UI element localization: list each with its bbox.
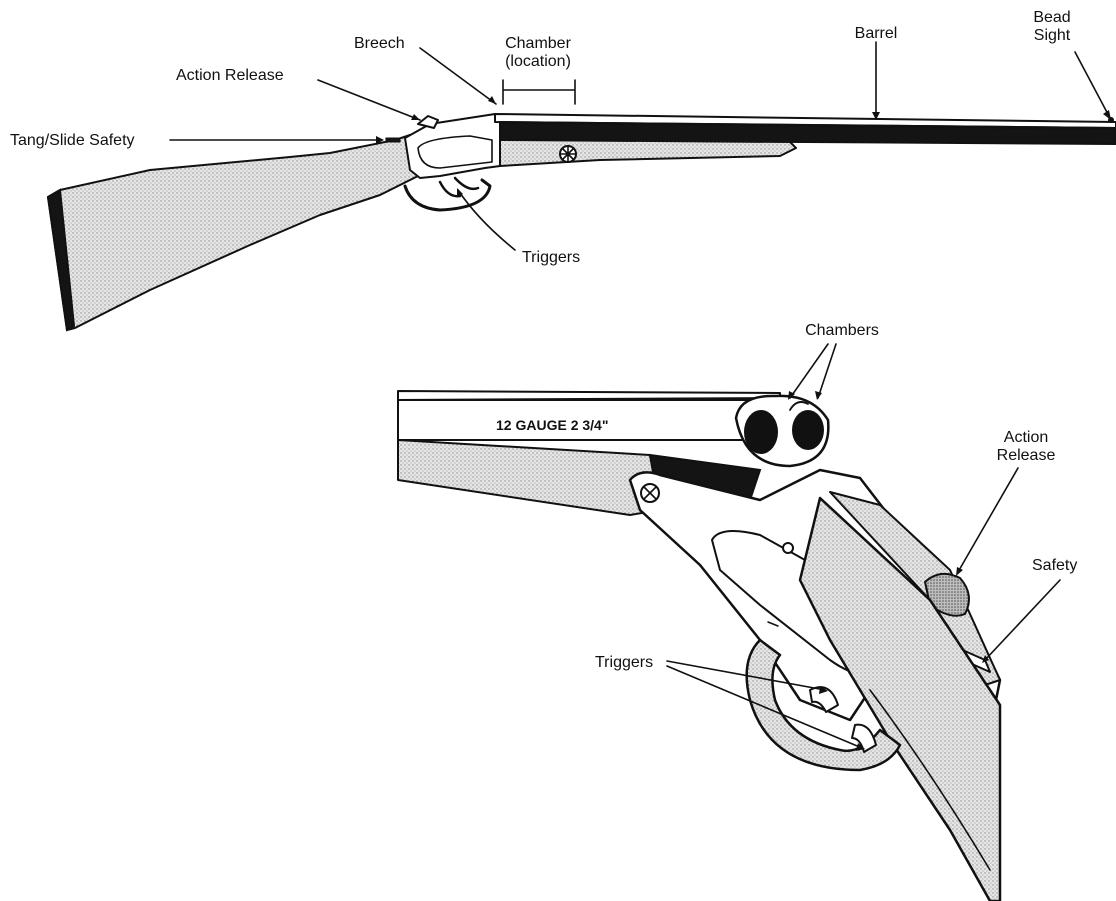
- label-action-release-top: Action Release: [176, 67, 284, 84]
- label-chamber-location: (location): [505, 53, 571, 70]
- detail-forend: [398, 440, 660, 515]
- forend: [500, 140, 796, 166]
- label-barrel: Barrel: [855, 25, 898, 42]
- label-bead: Bead: [1033, 9, 1070, 26]
- left-chamber: [744, 410, 778, 454]
- label-action-release-bottom-1: Action: [1004, 429, 1048, 446]
- barrel-faces: [736, 396, 828, 466]
- breech-detail-view: [398, 391, 1000, 901]
- trigger-guard: [405, 180, 490, 210]
- label-triggers-top: Triggers: [522, 249, 580, 266]
- label-chamber: Chamber: [505, 35, 571, 52]
- label-safety: Safety: [1032, 557, 1077, 574]
- right-chamber: [792, 410, 824, 450]
- label-tang-safety: Tang/Slide Safety: [10, 132, 135, 149]
- barrel-marking: 12 GAUGE 2 3/4": [496, 417, 608, 433]
- label-sight: Sight: [1034, 27, 1071, 44]
- label-breech: Breech: [354, 35, 405, 52]
- detail-trigger-rear: [852, 725, 876, 752]
- label-action-release-bottom-2: Release: [997, 447, 1056, 464]
- detail-top-barrel: [398, 391, 780, 400]
- tang-safety: [386, 138, 400, 142]
- buttstock: [48, 135, 470, 330]
- label-triggers-bottom: Triggers: [595, 654, 653, 671]
- shotgun-side-view: [48, 114, 1116, 330]
- label-chambers: Chambers: [805, 322, 879, 339]
- forend-screw: [560, 146, 576, 162]
- frame-screw: [783, 543, 793, 553]
- hinge-pin: [641, 484, 659, 502]
- action-release-lever: [418, 116, 438, 128]
